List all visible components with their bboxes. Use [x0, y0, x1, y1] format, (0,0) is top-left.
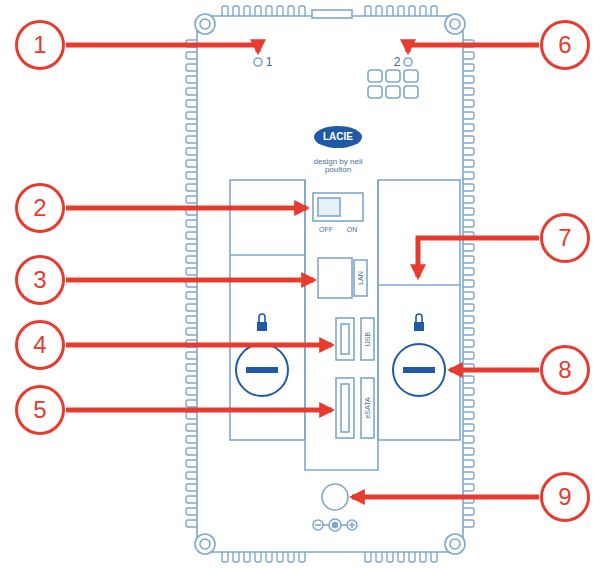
callout-circle: 8 — [540, 345, 590, 395]
power-switch — [313, 193, 363, 221]
screw — [200, 539, 210, 549]
callout-circle: 9 — [540, 472, 590, 522]
screw — [200, 19, 210, 29]
screw — [445, 14, 465, 34]
port-label: USB — [364, 332, 371, 346]
polarity-line — [323, 524, 329, 526]
leader-arrow — [66, 45, 258, 52]
switch-label: OFF — [319, 226, 333, 233]
cooling-fins — [186, 6, 474, 562]
screw — [450, 19, 460, 29]
callout-number: 3 — [33, 268, 46, 292]
usb-port-inner — [341, 324, 349, 354]
bay-divider — [230, 254, 305, 256]
port-label: eSATA — [364, 397, 371, 418]
switch-label: ON — [347, 226, 358, 233]
port-label: LAN — [357, 271, 364, 285]
callout-number: 2 — [33, 196, 46, 220]
callout-circle: 1 — [15, 20, 65, 70]
polarity-minus — [315, 524, 321, 526]
grille-square — [386, 86, 400, 98]
screw — [445, 534, 465, 554]
callout-number: 7 — [558, 226, 571, 250]
led — [254, 58, 262, 66]
callout-number: 8 — [558, 358, 571, 382]
polarity-line — [341, 524, 347, 526]
leader-arrow — [66, 206, 307, 211]
callout-number: 4 — [33, 333, 46, 357]
callout-circle: 7 — [540, 213, 590, 263]
padlock-icon — [259, 314, 265, 322]
port-label-box — [361, 378, 374, 438]
port-label-box — [354, 260, 367, 296]
callout-number: 5 — [33, 398, 46, 422]
led — [404, 58, 412, 66]
esata-port — [336, 378, 354, 438]
screw — [450, 539, 460, 549]
grille-square — [368, 86, 382, 98]
leader-arrow — [66, 343, 332, 348]
lock-slot — [246, 367, 278, 373]
screw — [195, 534, 215, 554]
leader-arrow — [66, 278, 314, 283]
power-jack — [322, 484, 348, 510]
brand-logo: LACIE — [314, 126, 362, 148]
padlock-icon — [414, 322, 424, 331]
grille-square — [386, 70, 400, 82]
polarity-center — [333, 523, 338, 528]
drive-locks — [236, 314, 445, 396]
led-label: 1 — [266, 56, 273, 69]
top-notch — [312, 10, 352, 18]
callout-number: 1 — [33, 33, 46, 57]
port-label-box — [361, 318, 374, 360]
drive-bay — [378, 180, 460, 440]
padlock-icon — [416, 314, 422, 322]
center-column — [305, 180, 378, 470]
leader-arrow — [352, 495, 539, 500]
switch-toggle — [318, 198, 340, 216]
callout-circle: 5 — [15, 385, 65, 435]
drive-bay — [230, 180, 305, 440]
leader-arrows — [66, 45, 539, 497]
leader-arrow — [450, 368, 539, 373]
logo-text: LACIE — [323, 132, 353, 142]
leader-arrow — [66, 408, 332, 413]
callout-number: 9 — [558, 485, 571, 509]
lock-slot — [403, 367, 435, 373]
leader-arrow — [408, 45, 539, 52]
polarity-plus — [347, 520, 357, 530]
callout-number: 6 — [558, 33, 571, 57]
polarity-center — [329, 519, 341, 531]
led-label: 2 — [394, 56, 401, 69]
polarity-minus — [313, 520, 323, 530]
callout-circle: 6 — [540, 20, 590, 70]
lock-dial — [236, 344, 288, 396]
bay-divider — [378, 284, 460, 286]
lan-port — [318, 258, 352, 298]
designer-credit: design by neil poulton — [312, 158, 364, 175]
lock-dial — [393, 344, 445, 396]
grille-square — [404, 70, 418, 82]
grille-square — [404, 86, 418, 98]
callout-circle: 3 — [15, 255, 65, 305]
usb-port — [336, 318, 354, 360]
callout-circle: 4 — [15, 320, 65, 370]
leader-arrow — [418, 238, 539, 277]
polarity-plus — [349, 522, 355, 528]
padlock-icon — [257, 322, 267, 331]
screw — [195, 14, 215, 34]
callout-circle: 2 — [15, 183, 65, 233]
housing-body — [197, 16, 463, 552]
grille-square — [368, 70, 382, 82]
esata-port-inner — [341, 384, 349, 432]
